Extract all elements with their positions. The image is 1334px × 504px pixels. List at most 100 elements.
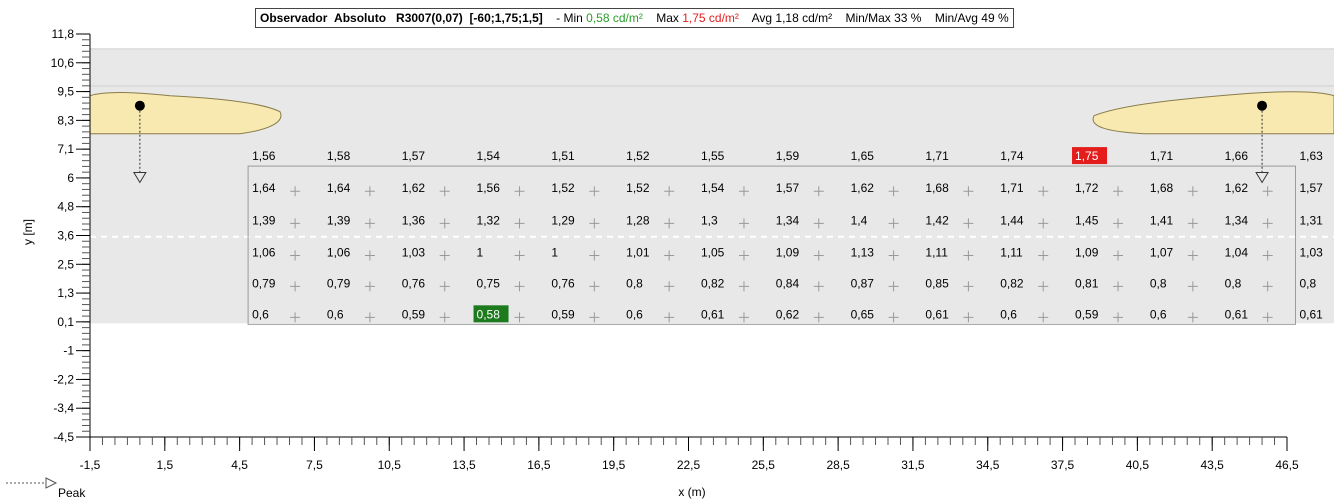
peak-legend: Peak bbox=[6, 477, 86, 500]
grid-cross bbox=[738, 250, 749, 261]
value-label: 1 bbox=[551, 246, 558, 260]
grid-cross bbox=[514, 250, 525, 261]
value-label: 1,34 bbox=[1225, 213, 1249, 227]
grid-cross bbox=[514, 281, 525, 292]
calc-grid bbox=[247, 165, 1296, 325]
value-label: 1,44 bbox=[1000, 213, 1024, 227]
x-tick-label: 46,5 bbox=[1275, 458, 1299, 472]
grid-cross bbox=[813, 250, 824, 261]
value-label: 0,59 bbox=[551, 307, 575, 321]
grid-cross bbox=[738, 281, 749, 292]
y-tick-label: 10,6 bbox=[51, 56, 75, 70]
value-label: 0,8 bbox=[626, 276, 643, 290]
value-label: 0,76 bbox=[402, 276, 426, 290]
value-label: 1,3 bbox=[701, 213, 718, 227]
value-label: 1,56 bbox=[252, 149, 276, 163]
value-label: 1,51 bbox=[551, 149, 575, 163]
grid-cross bbox=[439, 250, 450, 261]
y-tick-label: 0,1 bbox=[57, 315, 74, 329]
value-label: 0,8 bbox=[1299, 276, 1316, 290]
road-surface bbox=[90, 48, 1334, 324]
observer-dot bbox=[134, 100, 145, 111]
value-label: 0,82 bbox=[1000, 276, 1024, 290]
grid-cross bbox=[439, 312, 450, 323]
max-value: 1,75 cd/m² bbox=[682, 11, 739, 25]
value-label: 0,81 bbox=[1075, 276, 1099, 290]
value-label: 1,03 bbox=[1299, 246, 1323, 260]
mode-label: Absoluto bbox=[334, 11, 387, 25]
value-label: 1,13 bbox=[851, 246, 875, 260]
y-tick-label: 7,1 bbox=[57, 142, 74, 156]
value-label: 0,61 bbox=[925, 307, 949, 321]
road-area bbox=[90, 48, 1334, 324]
axes: 11,810,69,58,37,164,83,62,51,30,1-1-2,2-… bbox=[51, 27, 1299, 472]
grid-cross bbox=[1262, 281, 1273, 292]
value-label: 1,74 bbox=[1000, 149, 1024, 163]
grid-cross bbox=[963, 281, 974, 292]
y-tick-label: -1 bbox=[63, 344, 74, 358]
grid-cross bbox=[290, 250, 301, 261]
value-label: 0,85 bbox=[925, 276, 949, 290]
value-label: 1,58 bbox=[327, 149, 351, 163]
grid-cross bbox=[1262, 218, 1273, 229]
grid-cross bbox=[664, 186, 675, 197]
value-label: 1,71 bbox=[1000, 181, 1024, 195]
value-label: 1,09 bbox=[776, 246, 800, 260]
value-label: 0,61 bbox=[1299, 307, 1323, 321]
observer-label: Observador bbox=[260, 11, 328, 25]
y-tick-label: 8,3 bbox=[57, 113, 74, 127]
value-label: 0,61 bbox=[701, 307, 725, 321]
x-tick-label: 28,5 bbox=[826, 458, 850, 472]
value-label: 1,05 bbox=[701, 246, 725, 260]
grid-cross bbox=[364, 218, 375, 229]
max-highlight bbox=[1072, 147, 1108, 165]
value-label: 1,28 bbox=[626, 213, 650, 227]
value-label: 1,56 bbox=[477, 181, 501, 195]
grid-cross bbox=[1187, 312, 1198, 323]
observer-car bbox=[1092, 91, 1334, 184]
grid-cross bbox=[963, 186, 974, 197]
grid-cross bbox=[589, 218, 600, 229]
grid-cross bbox=[290, 312, 301, 323]
grid-cross bbox=[963, 312, 974, 323]
y-tick-label: 2,5 bbox=[57, 257, 74, 271]
grid-cross bbox=[813, 312, 824, 323]
grid-cross bbox=[1038, 281, 1049, 292]
grid-cross bbox=[813, 281, 824, 292]
x-tick-label: 22,5 bbox=[677, 458, 701, 472]
value-label: 1,4 bbox=[851, 213, 868, 227]
y-axis-label: y [m] bbox=[21, 219, 35, 245]
grid-cross bbox=[664, 218, 675, 229]
grid-cross bbox=[888, 218, 899, 229]
value-label: 0,8 bbox=[1150, 276, 1167, 290]
value-label: 1,68 bbox=[1150, 181, 1174, 195]
observer-car bbox=[89, 92, 282, 184]
avg-value: Avg 1,18 cd/m² bbox=[751, 11, 833, 25]
grid-cross bbox=[1113, 218, 1124, 229]
x-tick-label: 37,5 bbox=[1051, 458, 1075, 472]
observer-arrow bbox=[1255, 171, 1269, 184]
grid-cross bbox=[963, 218, 974, 229]
value-label: 1,11 bbox=[925, 246, 948, 260]
x-tick-label: 13,5 bbox=[452, 458, 476, 472]
value-label: 0,76 bbox=[551, 276, 575, 290]
value-label: 1,32 bbox=[477, 213, 501, 227]
value-label: 0,6 bbox=[327, 307, 344, 321]
value-label: 1,59 bbox=[776, 149, 800, 163]
value-label: 0,79 bbox=[252, 276, 276, 290]
grid-cross bbox=[738, 186, 749, 197]
observer-cars bbox=[89, 91, 1334, 184]
value-label: 0,62 bbox=[776, 307, 800, 321]
grid-cross bbox=[364, 281, 375, 292]
observer-arrow bbox=[132, 171, 147, 184]
grid-cross bbox=[439, 281, 450, 292]
y-tick-label: -3,4 bbox=[53, 401, 74, 415]
x-tick-label: 40,5 bbox=[1126, 458, 1150, 472]
value-label: 1,29 bbox=[551, 213, 575, 227]
value-label: 1,34 bbox=[776, 213, 800, 227]
min-label: - Min bbox=[556, 11, 583, 25]
x-axis-label: x (m) bbox=[678, 485, 705, 499]
value-label: 0,59 bbox=[402, 307, 426, 321]
code-label: R3007(0,07) bbox=[396, 11, 463, 25]
